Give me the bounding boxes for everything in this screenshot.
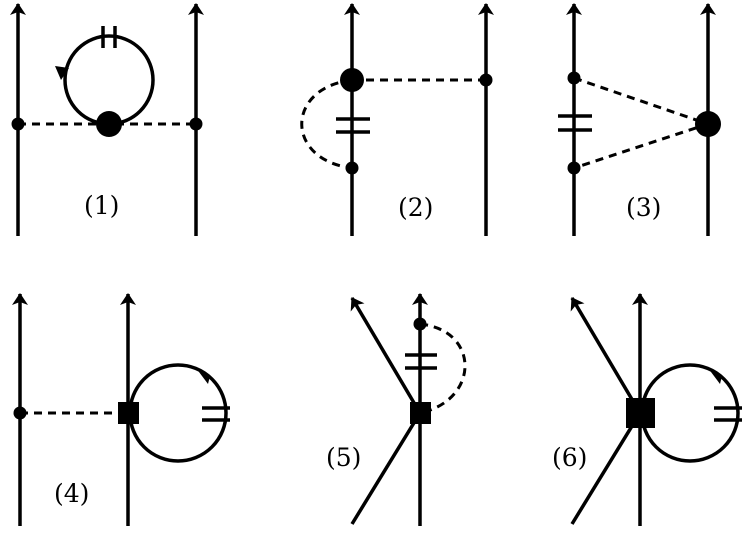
diagram-5: (5) — [326, 293, 467, 526]
vertex-small — [11, 117, 25, 131]
fermion-line-outgoing — [350, 297, 422, 414]
diagram-label: (2) — [398, 193, 433, 222]
contact-vertex — [410, 402, 431, 424]
contact-vertex — [626, 398, 655, 428]
self-energy-line — [300, 78, 353, 170]
vertex-small — [13, 406, 27, 420]
contact-vertex — [118, 402, 139, 424]
fermion-line-outgoing — [570, 297, 642, 414]
diagram-4: (4) — [12, 293, 230, 526]
fermion-line-incoming — [350, 412, 422, 525]
vertex-large — [340, 68, 364, 92]
loop — [63, 34, 155, 126]
vertex-small — [413, 317, 427, 331]
loop — [128, 363, 228, 463]
self-energy-line — [419, 322, 467, 415]
vertex-small — [189, 117, 203, 131]
diagram-6: (6) — [552, 293, 742, 526]
loop — [640, 363, 740, 463]
loop-arrow-icon — [55, 66, 69, 80]
loop-arrow-icon — [708, 368, 722, 384]
diagram-2: (2) — [300, 3, 494, 236]
fermion-line-incoming — [570, 412, 642, 525]
diagram-3: (3) — [558, 3, 721, 236]
diagram-label: (4) — [54, 479, 89, 508]
vertex-small — [567, 161, 581, 175]
diagram-1: (1) — [10, 3, 204, 236]
diagram-label: (1) — [84, 191, 119, 220]
vertex-small — [479, 73, 493, 87]
vertex-small — [567, 71, 581, 85]
interaction-lines — [573, 76, 713, 170]
vertex-small — [345, 161, 359, 175]
diagram-label: (6) — [552, 443, 587, 472]
diagram-label: (3) — [626, 193, 661, 222]
vertex-large — [695, 111, 721, 137]
loop-arrow-icon — [196, 368, 210, 384]
vertex-large — [96, 111, 122, 137]
diagram-label: (5) — [326, 443, 361, 472]
